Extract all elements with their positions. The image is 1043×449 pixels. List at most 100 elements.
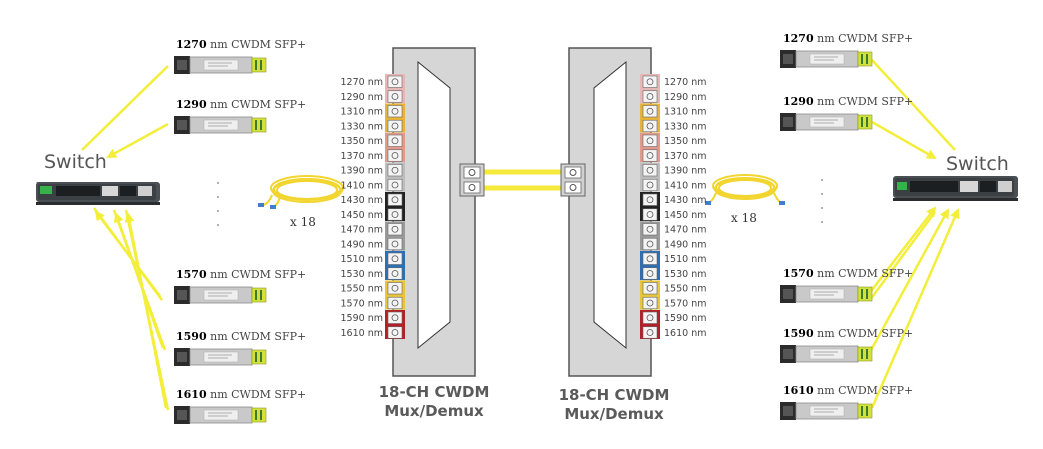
wavelength-label: 1550 nm — [664, 284, 706, 295]
fiber-port — [387, 237, 403, 251]
sfp-transceiver-icon — [174, 406, 267, 424]
fiber-port — [387, 178, 403, 192]
wavelength-label: 1450 nm — [664, 210, 706, 221]
sfp-module: 1290 nm CWDM SFP+ — [780, 95, 913, 131]
fiber-port — [642, 223, 658, 236]
right-sfp-column: 1270 nm CWDM SFP+1290 nm CWDM SFP+1570 n… — [780, 32, 913, 420]
fiber-port — [387, 282, 403, 295]
port-ferrule — [646, 166, 654, 174]
right-mux-panel — [568, 47, 652, 377]
fiber-port — [387, 252, 403, 265]
left-switch-icon — [36, 182, 160, 205]
right-arrows — [867, 59, 960, 409]
fiber-port — [642, 208, 658, 221]
sfp-wavelength: 1270 — [176, 38, 207, 51]
port-ferrule — [391, 181, 399, 189]
port-ferrule — [391, 284, 399, 292]
ellipsis-dots-right — [821, 179, 823, 223]
right-line-port-block — [560, 163, 586, 197]
wavelength-label: 1530 nm — [664, 269, 706, 280]
sfp-transceiver-icon — [174, 286, 267, 304]
wavelength-label: 1290 nm — [341, 92, 383, 103]
fiber-port — [642, 237, 658, 251]
port-ferrule — [391, 225, 399, 233]
port-ferrule — [391, 314, 399, 322]
sfp-type: nm CWDM SFP+ — [207, 98, 307, 111]
sfp-module: 1590 nm CWDM SFP+ — [780, 327, 913, 363]
fiber-port — [642, 282, 658, 295]
wavelength-label: 1350 nm — [341, 136, 383, 147]
arrow-line — [94, 210, 161, 297]
port-ferrule — [646, 211, 654, 218]
port-ferrule — [646, 107, 654, 115]
sfp-wavelength: 1590 — [176, 330, 207, 343]
right-mux-title: 18-CH CWDM — [559, 386, 670, 404]
sfp-type: nm CWDM SFP+ — [814, 95, 914, 108]
sfp-label: 1270 nm CWDM SFP+ — [783, 32, 913, 45]
sfp-label: 1570 nm CWDM SFP+ — [176, 268, 306, 281]
port-ferrule — [646, 240, 654, 248]
sfp-module: 1610 nm CWDM SFP+ — [780, 384, 913, 420]
left-mux-title: 18-CH CWDM — [379, 383, 490, 401]
fiber-port — [387, 311, 403, 324]
fiber-port — [387, 208, 403, 221]
left-mux-subtitle: Mux/Demux — [384, 402, 484, 420]
wavelength-label: 1290 nm — [664, 92, 706, 103]
trunk-fibers — [483, 169, 562, 191]
wavelength-label: 1410 nm — [341, 180, 383, 191]
port-ferrule — [646, 78, 654, 86]
fiber-port — [642, 75, 658, 88]
fiber-port — [642, 252, 658, 265]
right-cord-count: x 18 — [731, 211, 757, 225]
left-line-port-block — [459, 163, 485, 197]
sfp-type: nm CWDM SFP+ — [207, 268, 307, 281]
port-ferrule — [646, 255, 654, 263]
wavelength-label: 1370 nm — [341, 151, 383, 162]
wavelength-label: 1490 nm — [341, 239, 383, 250]
left-switch-label: Switch — [44, 151, 107, 173]
right-patch-cord-icon — [705, 174, 785, 205]
wavelength-label: 1470 nm — [664, 225, 706, 236]
sfp-module: 1290 nm CWDM SFP+ — [174, 98, 306, 134]
port-ferrule — [391, 329, 399, 336]
sfp-label: 1590 nm CWDM SFP+ — [783, 327, 913, 340]
fiber-port — [387, 267, 403, 280]
arrow-line — [868, 208, 950, 353]
arrow-line — [870, 208, 960, 409]
fiber-port — [642, 119, 658, 133]
fiber-port — [642, 178, 658, 192]
wavelength-label: 1270 nm — [341, 77, 383, 88]
sfp-label: 1610 nm CWDM SFP+ — [783, 384, 913, 397]
port-ferrule — [391, 152, 399, 159]
fiber-port — [642, 267, 658, 280]
arrow-line — [81, 65, 169, 151]
arrow-line — [871, 59, 956, 151]
wavelength-label: 1390 nm — [341, 166, 383, 177]
sfp-wavelength: 1570 — [176, 268, 207, 281]
port-ferrule — [646, 196, 654, 204]
port-ferrule — [391, 255, 399, 263]
wavelength-label: 1490 nm — [664, 239, 706, 250]
fiber-port — [387, 149, 403, 162]
sfp-transceiver-icon — [780, 113, 873, 131]
sfp-module: 1610 nm CWDM SFP+ — [174, 388, 306, 424]
wavelength-label: 1270 nm — [664, 77, 706, 88]
port-ferrule — [646, 270, 654, 277]
fiber-port — [642, 296, 658, 310]
port-ferrule — [646, 284, 654, 292]
sfp-label: 1290 nm CWDM SFP+ — [783, 95, 913, 108]
port-ferrule — [391, 93, 399, 100]
fiber-port — [387, 326, 403, 339]
wavelength-label: 1330 nm — [664, 121, 706, 132]
port-ferrule — [646, 299, 654, 307]
port-ferrule — [391, 137, 399, 145]
fiber-port — [642, 326, 658, 339]
left-patch-cord-icon — [258, 175, 344, 209]
wavelength-label: 1510 nm — [341, 254, 383, 265]
left-sfp-column: 1270 nm CWDM SFP+1290 nm CWDM SFP+1570 n… — [174, 38, 306, 424]
sfp-type: nm CWDM SFP+ — [207, 38, 307, 51]
wavelength-label: 1610 nm — [664, 328, 706, 339]
